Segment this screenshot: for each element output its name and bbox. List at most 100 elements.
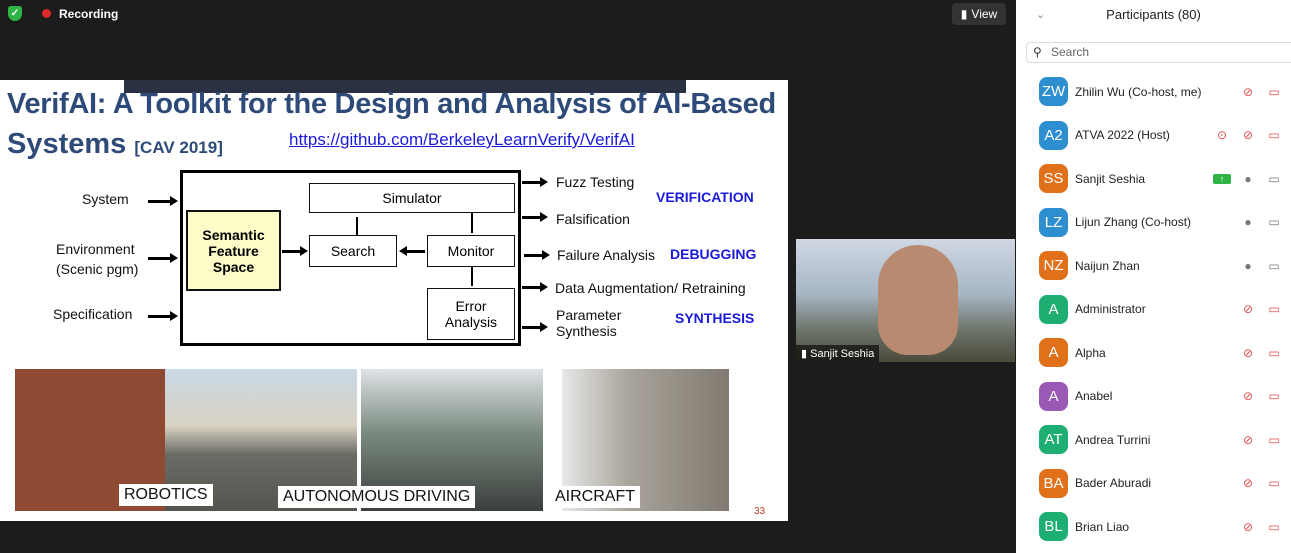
arrow-icon: [522, 212, 548, 222]
mic-icon[interactable]: ●: [1244, 171, 1252, 186]
participant-name: Andrea Turrini: [1075, 432, 1151, 447]
participant-row[interactable]: A Administrator ⊘ ▭: [1016, 288, 1291, 331]
slide-title-line2: Systems [CAV 2019]: [7, 128, 223, 161]
participant-row[interactable]: A Alpha ⊘ ▭: [1016, 331, 1291, 374]
participant-row[interactable]: ZW Zhilin Wu (Co-host, me) ⊘ ▭: [1016, 70, 1291, 113]
participant-name: ATVA 2022 (Host): [1075, 128, 1170, 142]
video-off-icon[interactable]: ▭: [1268, 519, 1280, 534]
participant-row[interactable]: A Anabel ⊘ ▭: [1016, 375, 1291, 418]
participant-row[interactable]: SS Sanjit Seshia ↑ ● ▭: [1016, 157, 1291, 200]
monitor-block: Monitor: [427, 235, 515, 267]
video-off-icon[interactable]: ▭: [1268, 302, 1280, 316]
avatar: A: [1039, 381, 1068, 411]
participant-row[interactable]: A2 ATVA 2022 (Host) ⊙ ⊘ ▭: [1016, 114, 1291, 157]
participant-name: Zhilin Wu (Co-host, me): [1075, 84, 1202, 99]
signal-icon: ▮: [801, 348, 811, 360]
participant-row[interactable]: AT Andrea Turrini ⊘ ▭: [1016, 418, 1291, 461]
participant-row[interactable]: NZ Naijun Zhan ● ▭: [1016, 244, 1291, 287]
avatar: A2: [1039, 120, 1068, 150]
page-number: 33: [754, 506, 766, 517]
input-specification: Specification: [53, 306, 133, 322]
output-parameter-synthesis: Parameter Synthesis: [556, 307, 622, 339]
error-analysis-block: Error Analysis: [427, 288, 515, 340]
avatar: NZ: [1039, 251, 1068, 280]
output-failure-analysis: Failure Analysis: [557, 247, 656, 263]
video-icon[interactable]: ▭: [1268, 171, 1280, 186]
speaker-face: [878, 245, 958, 355]
collapse-chevron-icon[interactable]: ⌄: [1036, 9, 1046, 21]
participant-row[interactable]: LZ Lijun Zhang (Co-host) ● ▭: [1016, 201, 1291, 244]
participant-name: Alpha: [1075, 345, 1106, 360]
speaker-video[interactable]: ▮ Sanjit Seshia: [796, 239, 1015, 362]
citation: [CAV 2019]: [134, 138, 223, 157]
mic-muted-icon[interactable]: ⊘: [1242, 128, 1254, 142]
avatar: AT: [1039, 425, 1068, 454]
mic-muted-icon[interactable]: ⊘: [1242, 302, 1254, 316]
video-off-icon[interactable]: ▭: [1268, 345, 1280, 360]
avatar: ZW: [1039, 77, 1068, 106]
mic-muted-icon[interactable]: ⊘: [1242, 389, 1254, 403]
avatar: BL: [1039, 512, 1068, 541]
mic-muted-icon[interactable]: ⊘: [1242, 519, 1254, 534]
video-off-icon[interactable]: ▭: [1268, 432, 1280, 447]
avatar: A: [1039, 294, 1068, 324]
participant-search-input[interactable]: ⚲ Search: [1026, 42, 1291, 63]
mic-muted-icon[interactable]: ⊘: [1242, 476, 1254, 490]
recording-label: Recording: [59, 6, 119, 21]
video-icon[interactable]: ▭: [1268, 215, 1280, 229]
arrow-icon: [405, 250, 425, 253]
participant-name: Administrator: [1075, 302, 1146, 316]
avatar: BA: [1039, 468, 1068, 498]
video-off-icon[interactable]: ▭: [1268, 84, 1280, 99]
video-off-icon[interactable]: ▭: [1268, 389, 1280, 403]
participant-row[interactable]: BL Brian Liao ⊘ ▭: [1016, 505, 1291, 548]
arrow-icon: [148, 253, 178, 263]
mic-icon[interactable]: ●: [1244, 215, 1252, 229]
record-dot-icon: [42, 9, 51, 18]
arrow-icon: [356, 217, 358, 235]
participant-row[interactable]: BA Bader Aburadi ⊘ ▭: [1016, 462, 1291, 505]
screen-share-icon: ↑: [1213, 173, 1231, 184]
semantic-feature-space-block: Semantic Feature Space: [186, 210, 281, 291]
mic-muted-icon[interactable]: ⊘: [1242, 432, 1254, 447]
mic-muted-icon[interactable]: ⊘: [1242, 84, 1254, 99]
mic-icon[interactable]: ●: [1244, 258, 1252, 273]
slide-title: VerifAI: A Toolkit for the Design and An…: [7, 88, 776, 120]
title-systems: Systems: [7, 128, 127, 160]
arrow-icon: [522, 322, 548, 332]
participant-name: Bader Aburadi: [1075, 476, 1152, 490]
video-name-tag: ▮ Sanjit Seshia: [796, 345, 880, 362]
avatar: SS: [1039, 164, 1068, 193]
arrow-icon: [282, 246, 308, 256]
output-data-augmentation: Data Augmentation/ Retraining: [555, 280, 746, 296]
label-autonomous-driving: AUTONOMOUS DRIVING: [278, 486, 476, 508]
label-robotics: ROBOTICS: [119, 484, 213, 506]
participant-name: Lijun Zhang (Co-host): [1075, 215, 1192, 229]
participants-panel: ⌄ Participants (80) ⚲Search ZW Zhilin Wu…: [1016, 0, 1291, 553]
github-link[interactable]: https://github.com/BerkeleyLearnVerify/V…: [289, 130, 635, 149]
shared-slide: VerifAI: A Toolkit for the Design and An…: [0, 80, 788, 521]
search-icon: ⚲: [1033, 45, 1042, 59]
arrow-icon: [148, 311, 178, 321]
simulator-block: Simulator: [309, 183, 515, 213]
avatar: LZ: [1039, 207, 1068, 237]
arrow-icon: [148, 196, 178, 206]
slide-top-bar: [124, 80, 686, 93]
participant-name: Naijun Zhan: [1075, 258, 1140, 273]
mic-muted-icon[interactable]: ⊘: [1242, 345, 1254, 360]
video-off-icon[interactable]: ▭: [1268, 128, 1280, 142]
video-off-icon[interactable]: ▭: [1268, 476, 1280, 490]
category-verification: VERIFICATION: [656, 189, 754, 205]
category-debugging: DEBUGGING: [670, 246, 757, 262]
search-placeholder: Search: [1051, 45, 1090, 59]
toolkit-box: [180, 170, 521, 346]
arrow-icon: [471, 267, 473, 286]
view-button[interactable]: ▮View: [952, 3, 1006, 25]
search-block: Search: [309, 235, 397, 267]
video-name: Sanjit Seshia: [810, 348, 875, 360]
view-icon: ▮: [960, 7, 968, 21]
recording-icon: ⊙: [1216, 128, 1228, 142]
video-icon[interactable]: ▭: [1268, 258, 1280, 273]
input-system: System: [82, 191, 129, 207]
avatar: A: [1039, 338, 1068, 367]
